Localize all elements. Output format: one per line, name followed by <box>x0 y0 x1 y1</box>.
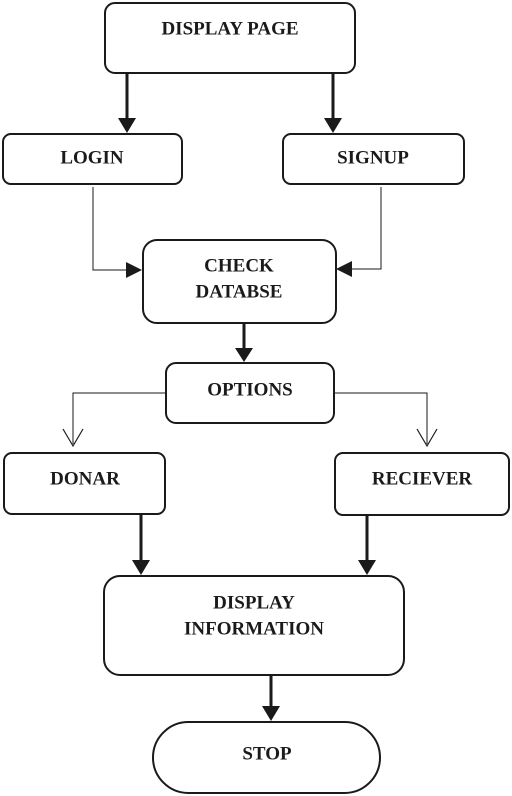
display-information-label-line1: DISPLAY <box>213 592 295 613</box>
node-stop: STOP <box>152 721 381 794</box>
signup-label: SIGNUP <box>337 147 409 168</box>
node-display-page: DISPLAY PAGE <box>104 2 356 74</box>
node-display-information: DISPLAY INFORMATION <box>103 575 405 676</box>
stop-terminator <box>152 721 381 794</box>
display-information-label-line2: INFORMATION <box>184 618 324 639</box>
arrowhead-options <box>235 348 253 362</box>
display-information-box <box>103 575 405 676</box>
check-database-box <box>142 239 337 324</box>
signup-box <box>282 133 465 185</box>
connector-login-to-check <box>92 187 128 271</box>
display-page-box <box>104 2 356 74</box>
node-login: LOGIN <box>2 133 183 185</box>
connector-options-to-donar <box>72 392 166 444</box>
connector-options-to-reciever <box>334 392 428 444</box>
arrowhead-info-left <box>132 560 150 575</box>
donar-box <box>3 452 166 515</box>
login-box <box>2 133 183 185</box>
node-signup: SIGNUP <box>282 133 465 185</box>
arrowhead-donar <box>62 428 84 448</box>
node-reciever: RECIEVER <box>334 452 510 516</box>
reciever-box <box>334 452 510 516</box>
arrowhead-reciever <box>416 428 438 448</box>
arrowhead-check-right <box>336 261 352 277</box>
arrowhead-login <box>118 118 136 133</box>
node-donar: DONAR <box>3 452 166 515</box>
arrowhead-info-right <box>358 560 376 575</box>
arrowhead-stop <box>262 706 280 721</box>
check-database-label-line2: DATABSE <box>196 281 283 302</box>
check-database-label-line1: CHECK <box>204 255 274 276</box>
options-box <box>165 362 335 424</box>
node-check-database: CHECK DATABSE <box>142 239 337 324</box>
login-label: LOGIN <box>60 147 124 168</box>
options-label: OPTIONS <box>207 379 293 400</box>
connectors <box>62 73 438 721</box>
display-page-label: DISPLAY PAGE <box>161 18 298 39</box>
arrowhead-signup <box>324 118 342 133</box>
arrowhead-check-left <box>126 262 142 278</box>
stop-label: STOP <box>242 743 292 764</box>
donar-label: DONAR <box>50 468 120 489</box>
reciever-label: RECIEVER <box>372 468 473 489</box>
node-options: OPTIONS <box>165 362 335 424</box>
connector-signup-to-check <box>350 187 382 270</box>
